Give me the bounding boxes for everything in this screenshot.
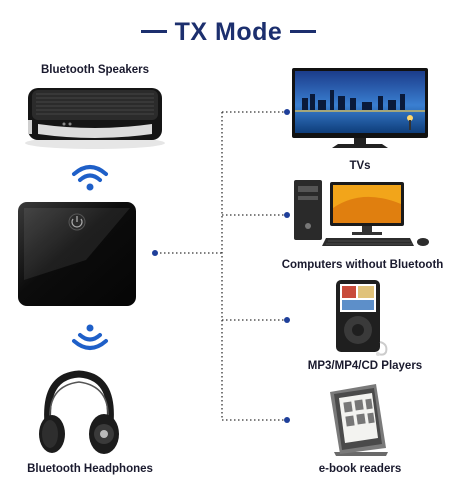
wireless-signal-icon-top: [72, 165, 108, 191]
tv-label: TVs: [349, 160, 371, 172]
speakers-label: Bluetooth Speakers: [41, 64, 149, 76]
computer-icon: [294, 180, 429, 246]
connector-dot-tv: [284, 109, 290, 115]
mp3-player-icon: [336, 280, 388, 356]
headphones-icon: [39, 370, 119, 454]
connector-dot-source: [152, 250, 158, 256]
wireless-signal-icon-bottom: [72, 324, 108, 350]
ebook-reader-label: e-book readers: [318, 463, 402, 475]
page-title: TX Mode: [0, 18, 457, 47]
mp3-player-label: MP3/MP4/CD Players: [307, 360, 423, 372]
ebook-reader-icon: [330, 384, 388, 456]
computer-label: Computers without Bluetooth: [281, 259, 444, 271]
speaker-icon: [25, 88, 165, 149]
connector-dot-computer: [284, 212, 290, 218]
headphones-label: Bluetooth Headphones: [27, 463, 153, 475]
tv-icon: [292, 68, 428, 148]
connector-dot-ebook: [284, 417, 290, 423]
title-text: TX Mode: [174, 18, 283, 46]
title-dash-right: [290, 29, 317, 33]
connector-dot-mp3: [284, 317, 290, 323]
title-dash-left: [140, 29, 167, 33]
transmitter-device: [18, 202, 136, 306]
